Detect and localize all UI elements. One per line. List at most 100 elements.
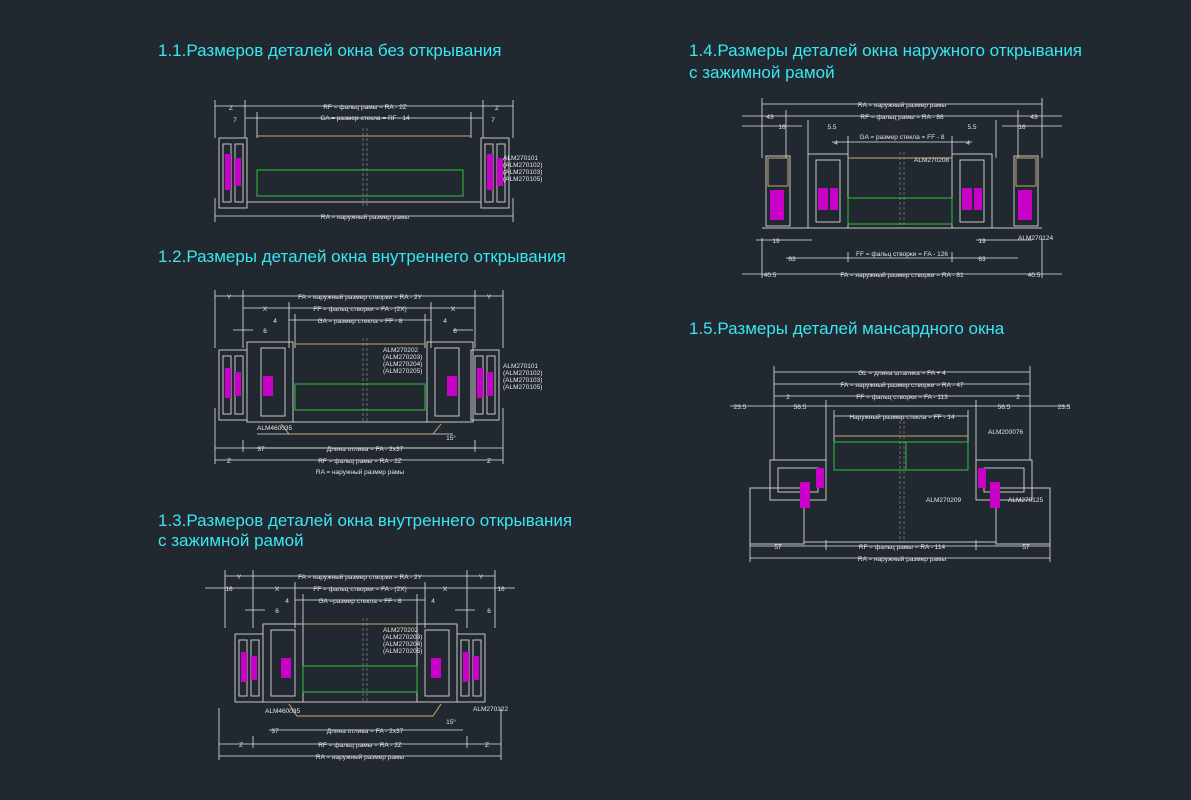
dim-ff: FF = фальц створки = FA - (2X) bbox=[313, 306, 406, 313]
frame-code-2: (ALM270102) bbox=[503, 370, 542, 377]
dim-ga: GA = размер стекла = RF - 14 bbox=[320, 115, 410, 122]
dim-ga: GA = размер стекла = FF - 8 bbox=[860, 134, 945, 141]
code-line-1: ALM270101 bbox=[503, 155, 538, 162]
drawing-1-4: RA = наружный размер рамы RF = фальц рам… bbox=[742, 98, 1062, 279]
code-mid: ALM270209 bbox=[926, 497, 961, 504]
dim-7-right: 7 bbox=[491, 117, 495, 124]
dim-ga: GA =размер стекла = FF - 8 bbox=[318, 598, 401, 605]
dim-4-right: 4 bbox=[443, 318, 447, 325]
dim-fa: FA = наружный размер створки = RA - 47 bbox=[840, 381, 964, 389]
dim-5-5-left: 5.5 bbox=[827, 124, 836, 131]
dim-23-5-right: 23.5 bbox=[1058, 404, 1071, 411]
drawing-1-3: Y Y FA = наружный размер створки = RA - … bbox=[205, 570, 515, 761]
code-top-right: ALM200076 bbox=[988, 429, 1023, 436]
dim-40-5-right: 40.5 bbox=[1028, 272, 1041, 279]
dim-2-left: 2 bbox=[786, 394, 790, 401]
dim-6-left: 6 bbox=[275, 608, 279, 615]
dim-z-right: Z bbox=[487, 458, 491, 465]
frame-code-3: (ALM270103) bbox=[503, 377, 542, 384]
dim-ga: GA = размер стекла = FF - 8 bbox=[318, 318, 403, 325]
code-line-4: (ALM270105) bbox=[503, 176, 542, 183]
dim-y-left: Y bbox=[227, 294, 232, 301]
section-1-3-title-line2: с зажимной рамой bbox=[158, 531, 304, 550]
code-line-3: (ALM270103) bbox=[503, 169, 542, 176]
dim-rf: RF = фальц рамы = RA - 2Z bbox=[323, 104, 407, 111]
dim-ra: RA = наружный размер рамы bbox=[858, 555, 947, 563]
dim-fa: FA = наружный размер створки = RA - 2Y bbox=[298, 573, 423, 581]
dim-drip: Длина отлива = FA - 2x37 bbox=[327, 728, 404, 735]
dim-56-5-right: 56.5 bbox=[998, 404, 1011, 411]
frame-code: ALM270122 bbox=[473, 706, 508, 713]
dim-ff: FF = фальц створки = FA - (2X) bbox=[313, 586, 406, 593]
drawing-1-2: Y Y FA = наружный размер створки = RA - … bbox=[214, 290, 542, 476]
sash-code-1: ALM270202 bbox=[383, 627, 418, 634]
dim-rf: RF = фальц рамы = RA - 114 bbox=[859, 544, 946, 551]
code-right: ALM270125 bbox=[1008, 497, 1043, 504]
dim-x-right: X bbox=[443, 586, 448, 593]
dim-z-left: Z bbox=[227, 458, 231, 465]
frame-code-4: (ALM270105) bbox=[503, 384, 542, 391]
sash-code: ALM270208 bbox=[914, 157, 949, 164]
dim-6-left: 6 bbox=[263, 328, 267, 335]
section-1-1-title: 1.1.Размеров деталей окна без открывания bbox=[158, 41, 502, 60]
dim-y-left: Y bbox=[237, 574, 242, 581]
drip-code: ALM460035 bbox=[265, 708, 300, 715]
dim-4-left: 4 bbox=[273, 318, 277, 325]
dim-rf: RF = фальц рамы = RA - 2Z bbox=[318, 458, 402, 465]
dim-x-left: X bbox=[275, 586, 280, 593]
dim-drip: Длина отлива = FA - 2x37 bbox=[327, 446, 404, 453]
dim-z-right: Z bbox=[495, 105, 499, 112]
dim-rf: RF = фальц рамы = RA - 86 bbox=[860, 114, 944, 121]
sash-code-1: ALM270202 bbox=[383, 347, 418, 354]
dim-19-left: 19 bbox=[772, 238, 780, 245]
dim-2-right: 2 bbox=[1016, 394, 1020, 401]
dim-drip-angle: 15° bbox=[446, 434, 456, 442]
dim-ff: FF = фальц створки = FA - 113 bbox=[856, 394, 948, 401]
dim-x-left: X bbox=[263, 306, 268, 313]
dim-ra: RA = наружный размер рамы bbox=[321, 213, 410, 221]
section-1-3-title-line1: 1.3.Размеров деталей окна внутреннего от… bbox=[158, 511, 573, 530]
dim-6-right: 6 bbox=[453, 328, 457, 335]
section-1-4-title-line2: с зажимной рамой bbox=[689, 63, 835, 82]
dim-z-right: Z bbox=[485, 742, 489, 749]
dim-rf: RF = фальц рамы = RA - 2Z bbox=[318, 742, 402, 749]
sash-code-2: (ALM270203) bbox=[383, 354, 422, 361]
dim-fa: FA = наружный размер створки = RA - 2Y bbox=[298, 293, 423, 301]
dim-16-left: 16 bbox=[778, 124, 786, 131]
dim-37: 37 bbox=[257, 446, 265, 453]
sash-code-3: (ALM270204) bbox=[383, 641, 422, 648]
dim-7-left: 7 bbox=[233, 117, 237, 124]
dim-43-left: 43 bbox=[766, 114, 774, 121]
dim-57-right: 57 bbox=[1022, 544, 1030, 551]
dim-4-right: 4 bbox=[431, 598, 435, 605]
dim-19-right: 19 bbox=[978, 238, 986, 245]
dim-16-left: 16 bbox=[225, 586, 233, 593]
dim-gl: GL = длина штапика = FA + 4 bbox=[858, 370, 946, 377]
drawing-1-5: GL = длина штапика = FA + 4 FA = наружны… bbox=[730, 366, 1071, 563]
dim-16-right: 16 bbox=[1018, 124, 1026, 131]
sash-code-4: (ALM270205) bbox=[383, 648, 422, 655]
dim-6-right: 6 bbox=[487, 608, 491, 615]
dim-56-5-left: 56.5 bbox=[794, 404, 807, 411]
dim-43-right: 43 bbox=[1030, 114, 1038, 121]
code-line-2: (ALM270102) bbox=[503, 162, 542, 169]
dim-x-right: X bbox=[451, 306, 456, 313]
dim-ra: RA = наружный размер рамы bbox=[858, 101, 947, 109]
dim-drip-angle: 15° bbox=[446, 718, 456, 726]
dim-4-left: 4 bbox=[285, 598, 289, 605]
dim-ra: RA = наружный размер рамы bbox=[316, 753, 405, 761]
dim-z-left: Z bbox=[239, 742, 243, 749]
dim-37: 37 bbox=[271, 728, 279, 735]
dim-40-5-left: 40.5 bbox=[764, 272, 777, 279]
frame-code: ALM270124 bbox=[1018, 235, 1053, 242]
dim-ff: FF = фальц створки = FA - 126 bbox=[856, 251, 948, 258]
dim-57-left: 57 bbox=[774, 544, 782, 551]
section-1-2-title: 1.2.Размеры деталей окна внутреннего отк… bbox=[158, 247, 566, 266]
drip-code: ALM460035 bbox=[257, 425, 292, 432]
dim-16-right: 16 bbox=[497, 586, 505, 593]
section-1-4-title-line1: 1.4.Размеры деталей окна наружного откры… bbox=[689, 41, 1083, 60]
dim-y-right: Y bbox=[487, 294, 492, 301]
dim-fa: FA = наружный размер створки = RA - 81 bbox=[840, 271, 964, 279]
dim-glass: Наружный размер стекла = FF - 14 bbox=[849, 413, 955, 421]
dim-ra: RA = наружный размер рамы bbox=[316, 468, 405, 476]
